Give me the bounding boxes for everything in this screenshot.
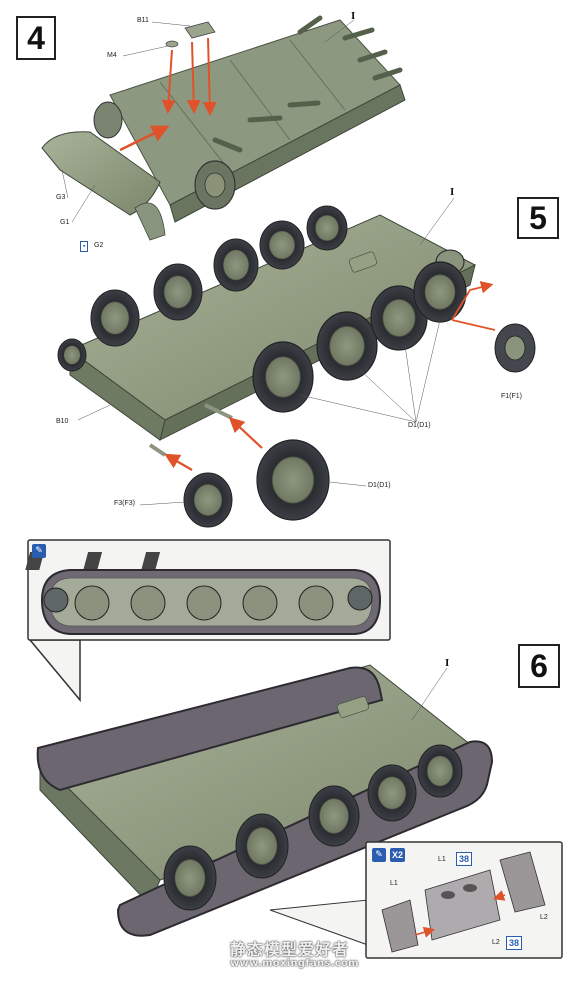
track-far: [36, 666, 384, 792]
label-d1-a: D1(D1): [408, 422, 431, 429]
label-i-step5: I: [450, 186, 455, 198]
watermark-title: 静态模型爱好者: [230, 940, 350, 959]
paint-brush-icon-inset: ✎: [372, 848, 386, 862]
label-b10: B10: [56, 418, 69, 425]
site-watermark: 静态模型爱好者 www.moxingfans.com: [230, 936, 359, 969]
step4-assembly: [41, 15, 406, 241]
label-l2-a: L2: [540, 914, 548, 921]
label-g1: G1: [60, 219, 70, 226]
road-wheels-near-side: [252, 261, 467, 413]
label-i-step6: I: [445, 657, 450, 669]
step-number-5: 5: [517, 197, 559, 239]
suspension-arms: [212, 15, 403, 153]
part-number-l1: 38: [456, 852, 473, 866]
part-m4: [165, 40, 179, 48]
label-g2: G2: [94, 242, 104, 249]
watermark-url: www.moxingfans.com: [230, 958, 359, 969]
step-number-4: 4: [16, 16, 56, 60]
label-f3: F3(F3): [114, 500, 135, 507]
road-wheels-step6: [163, 744, 463, 911]
label-l1-b: L1: [390, 880, 398, 887]
part-number-l2: 38: [506, 936, 523, 950]
road-wheels-far-side: [57, 205, 465, 372]
rear-plate-g1: [41, 131, 161, 216]
step5-assembly: [57, 197, 536, 528]
part-b11: [184, 21, 216, 39]
label-g3: G3: [56, 194, 66, 201]
step6-assembly: [36, 664, 494, 946]
track-side-view: [25, 552, 382, 635]
wheel-d1-loose: [256, 439, 330, 521]
idler-wheel: [93, 101, 123, 139]
callout-pointer: [28, 639, 81, 703]
multiplier-badge: X2: [390, 848, 406, 862]
label-l2-b: L2: [492, 939, 500, 946]
label-b11: B11: [137, 17, 149, 24]
paint-brush-icon: ✎: [32, 544, 46, 558]
label-i-step4: I: [351, 10, 356, 22]
idler-f3-loose: [183, 472, 233, 528]
label-l1-a: L1: [438, 856, 446, 863]
decal-icon: ▪: [80, 241, 89, 252]
label-d1-b: D1(D1): [368, 482, 391, 489]
label-f1: F1(F1): [501, 393, 522, 400]
track-link-parts: [381, 851, 546, 953]
step-number-6: 6: [518, 644, 560, 688]
label-m4: M4: [107, 52, 117, 59]
